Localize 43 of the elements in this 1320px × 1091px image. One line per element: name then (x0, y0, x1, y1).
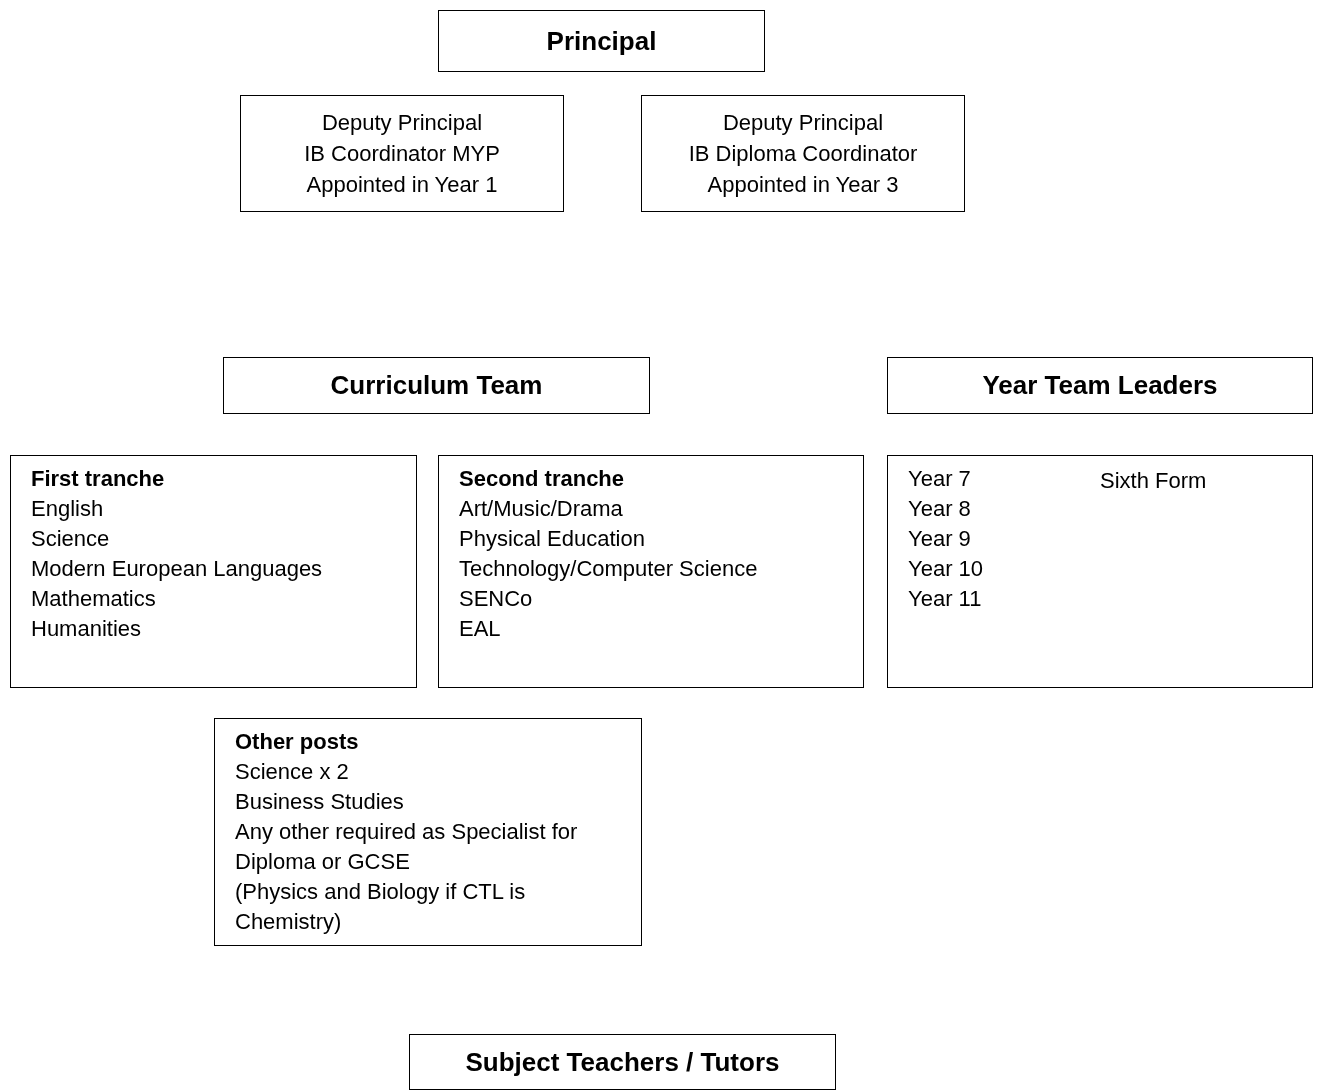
list-item: Year 8 (908, 495, 971, 523)
list-item: English (31, 495, 104, 523)
text-line: Deputy Principal (321, 109, 483, 137)
text-line: Appointed in Year 1 (306, 171, 498, 199)
text-box (214, 718, 642, 946)
list-item: (Physics and Biology if CTL is Chemistry) (235, 878, 527, 936)
text-box (240, 95, 564, 212)
list-item: Mathematics (31, 585, 156, 613)
list-item: Science x 2 (235, 758, 349, 786)
heading-box (223, 357, 650, 414)
list-item: Physical Education (459, 525, 645, 553)
list-item: Any other required as Specialist for Diploma or GCSE (235, 818, 579, 876)
box-title: Curriculum Team (330, 370, 543, 401)
text-box (641, 95, 965, 212)
text-box (887, 455, 1313, 688)
heading-box (438, 10, 765, 72)
heading-box (409, 1034, 836, 1090)
box-heading: First tranche (31, 465, 165, 493)
box-heading: Other posts (235, 728, 359, 756)
list-item: Sixth Form (1100, 467, 1207, 495)
list-item: Year 11 (908, 585, 982, 613)
text-line: IB Diploma Coordinator (688, 140, 918, 168)
box-title: Subject Teachers / Tutors (465, 1046, 780, 1078)
heading-box (887, 357, 1313, 414)
list-item: Science (31, 525, 110, 553)
list-item: Technology/Computer Science (459, 555, 758, 583)
text-box (438, 455, 864, 688)
list-item: Humanities (31, 615, 142, 643)
text-line: Appointed in Year 3 (707, 171, 899, 199)
text-box (10, 455, 417, 688)
list-item: SENCo (459, 585, 533, 613)
list-item: Year 10 (908, 555, 984, 583)
list-item: Business Studies (235, 788, 404, 816)
box-title: Principal (546, 25, 657, 57)
list-item: Modern European Languages (31, 555, 323, 583)
text-line: IB Coordinator MYP (304, 140, 500, 168)
list-item: Year 7 (908, 465, 971, 493)
text-line: Deputy Principal (722, 109, 884, 137)
list-item: Art/Music/Drama (459, 495, 623, 523)
list-item: EAL (459, 615, 501, 643)
box-heading: Second tranche (459, 465, 625, 493)
list-item: Year 9 (908, 525, 971, 553)
box-title: Year Team Leaders (982, 370, 1218, 401)
